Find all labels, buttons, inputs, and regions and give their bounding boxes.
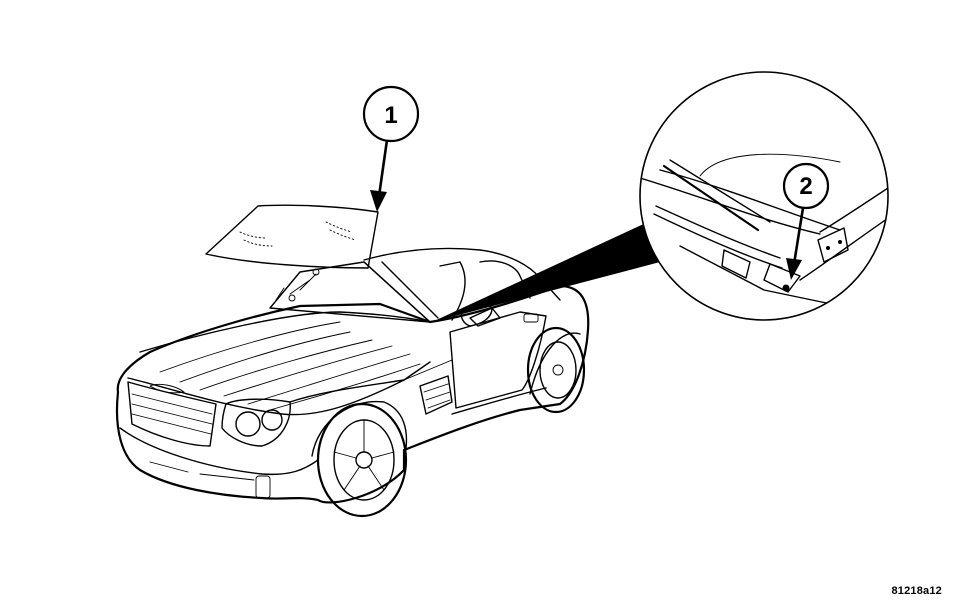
callout-2-arrowhead — [786, 258, 802, 280]
detail-circle — [639, 71, 889, 321]
fastener-dot — [782, 284, 790, 292]
callout-2-leader — [792, 207, 805, 265]
callout-2-label: 2 — [799, 173, 812, 200]
figure-id: 81218a12 — [891, 585, 942, 597]
callout-1-label: 1 — [384, 102, 397, 129]
detail-pointer-wedge — [432, 222, 660, 322]
detail-view — [639, 71, 889, 321]
callout-1-leader — [377, 139, 389, 197]
callout-1-circle — [362, 85, 420, 143]
windshield-glass — [205, 204, 379, 269]
callout-2: 2 — [782, 162, 830, 280]
callout-1: 1 — [362, 85, 420, 212]
callout-2-circle — [782, 162, 830, 210]
callout-1-arrowhead — [370, 190, 387, 212]
